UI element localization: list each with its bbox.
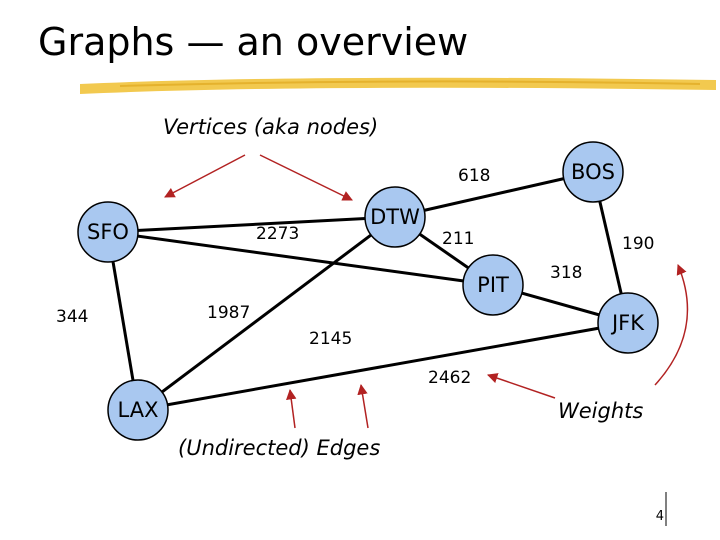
weight-lax-jfk: 2462 bbox=[428, 368, 471, 388]
weight-dtw-pit: 211 bbox=[442, 229, 474, 249]
node-sfo: SFO bbox=[77, 201, 139, 263]
edge-sfo-pit bbox=[107, 230, 494, 287]
weight-sfo-pit: 2145 bbox=[309, 329, 352, 349]
weights-arrow-curved bbox=[654, 264, 689, 386]
title-underline bbox=[80, 77, 716, 94]
vertices-arrow-right bbox=[259, 154, 353, 201]
edge-dtw-bos bbox=[394, 170, 594, 219]
edge-sfo-dtw bbox=[107, 215, 396, 234]
weights-arrow-left bbox=[487, 373, 556, 399]
weight-dtw-bos: 618 bbox=[458, 166, 490, 186]
node-pit: PIT bbox=[462, 254, 524, 316]
edges-arrow-left bbox=[286, 388, 297, 429]
node-label: LAX bbox=[118, 398, 159, 422]
node-label: PIT bbox=[477, 273, 509, 297]
page-number: 4 bbox=[656, 509, 664, 524]
vertices-arrow-left bbox=[164, 154, 246, 198]
node-label: BOS bbox=[571, 160, 615, 184]
slide-title: Graphs — an overview bbox=[38, 20, 469, 64]
vertices-annotation: Vertices (aka nodes) bbox=[163, 115, 378, 139]
node-label: JFK bbox=[610, 311, 645, 335]
node-label: DTW bbox=[370, 205, 420, 229]
weights-annotation: Weights bbox=[558, 399, 643, 423]
node-bos: BOS bbox=[562, 141, 624, 203]
edge-lax-dtw bbox=[137, 215, 396, 412]
weight-pit-jfk: 318 bbox=[550, 263, 582, 283]
weight-sfo-lax: 344 bbox=[56, 307, 88, 327]
edge-lax-jfk bbox=[137, 321, 629, 412]
weight-sfo-dtw: 2273 bbox=[256, 224, 299, 244]
node-label: SFO bbox=[87, 220, 129, 244]
edges-annotation: (Undirected) Edges bbox=[178, 436, 380, 460]
node-jfk: JFK bbox=[597, 292, 659, 354]
weight-bos-jfk: 190 bbox=[622, 234, 654, 254]
weight-lax-dtw: 1987 bbox=[207, 303, 250, 323]
node-lax: LAX bbox=[107, 379, 169, 441]
edges-arrow-right bbox=[357, 383, 369, 429]
node-dtw: DTW bbox=[364, 186, 426, 248]
